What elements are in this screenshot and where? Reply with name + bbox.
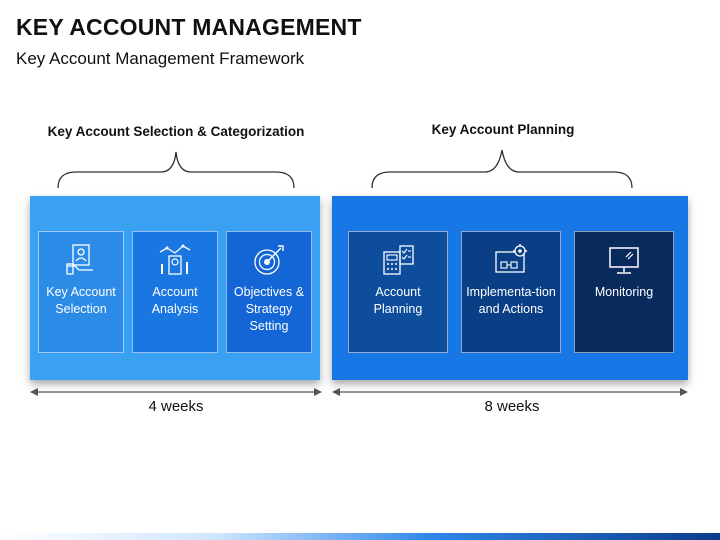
card-label: Objectives & Strategy Setting	[233, 285, 305, 333]
card-label: Monitoring	[594, 285, 654, 299]
page-title: KEY ACCOUNT MANAGEMENT	[16, 14, 362, 40]
card-monitoring: Monitoring	[574, 231, 674, 353]
monitor-icon	[609, 247, 639, 274]
brace-selection	[57, 151, 295, 189]
group-label-planning: Key Account Planning	[431, 122, 575, 137]
card-label: Account Planning	[373, 285, 423, 316]
financial-analysis-icon	[159, 244, 191, 275]
card-label: Account Analysis	[151, 285, 199, 316]
calculator-checklist-icon	[383, 245, 414, 275]
user-profile-document-icon	[66, 244, 93, 275]
footer-gradient-bar	[0, 533, 720, 540]
brace-planning	[371, 149, 633, 189]
group-label-selection: Key Account Selection & Categorization	[47, 124, 305, 139]
target-arrow-icon	[254, 245, 284, 275]
card-key-account-selection: Key Account Selection	[38, 231, 124, 353]
card-label: Key Account Selection	[46, 285, 116, 316]
card-account-analysis: Account Analysis	[132, 231, 218, 353]
duration-arrow-4-weeks	[30, 388, 322, 396]
card-label: Implementa-tion and Actions	[466, 285, 556, 316]
duration-arrow-8-weeks	[332, 388, 688, 396]
page-subtitle: Key Account Management Framework	[16, 49, 305, 68]
card-account-planning: Account Planning	[348, 231, 448, 353]
card-implementation-actions: Implementa-tion and Actions	[461, 231, 561, 353]
gear-chart-icon	[495, 244, 527, 273]
duration-label-8-weeks: 8 weeks	[484, 398, 540, 415]
duration-label-4-weeks: 4 weeks	[148, 398, 204, 415]
card-objectives-strategy: Objectives & Strategy Setting	[226, 231, 312, 353]
